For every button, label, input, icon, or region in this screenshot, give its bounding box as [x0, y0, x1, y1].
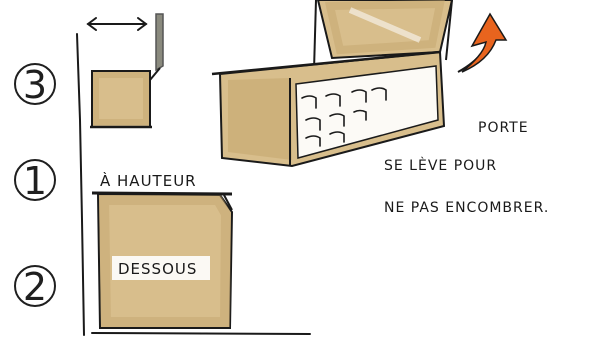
ne-pas-encombrer-label: NE PAS ENCOMBRER. — [384, 200, 549, 216]
a-hauteur-label: À HAUTEUR — [100, 171, 197, 190]
step-3-number: 3 — [23, 63, 47, 107]
dessous-label: DESSOUS — [118, 260, 197, 278]
step-2-number: 2 — [23, 265, 47, 309]
step-3-small-box — [90, 14, 163, 127]
step-3-marker: 3 — [15, 63, 55, 107]
lift-arrow-icon — [458, 14, 506, 72]
width-arrow-icon — [88, 18, 146, 30]
open-cabinet-sketch — [212, 0, 452, 166]
step-1-number: 1 — [23, 159, 47, 203]
step-2-marker: 2 — [15, 265, 55, 309]
se-leve-pour-label: SE LÈVE POUR — [384, 157, 497, 174]
porte-label: PORTE — [478, 120, 529, 136]
step-1-marker: 1 — [15, 159, 55, 203]
